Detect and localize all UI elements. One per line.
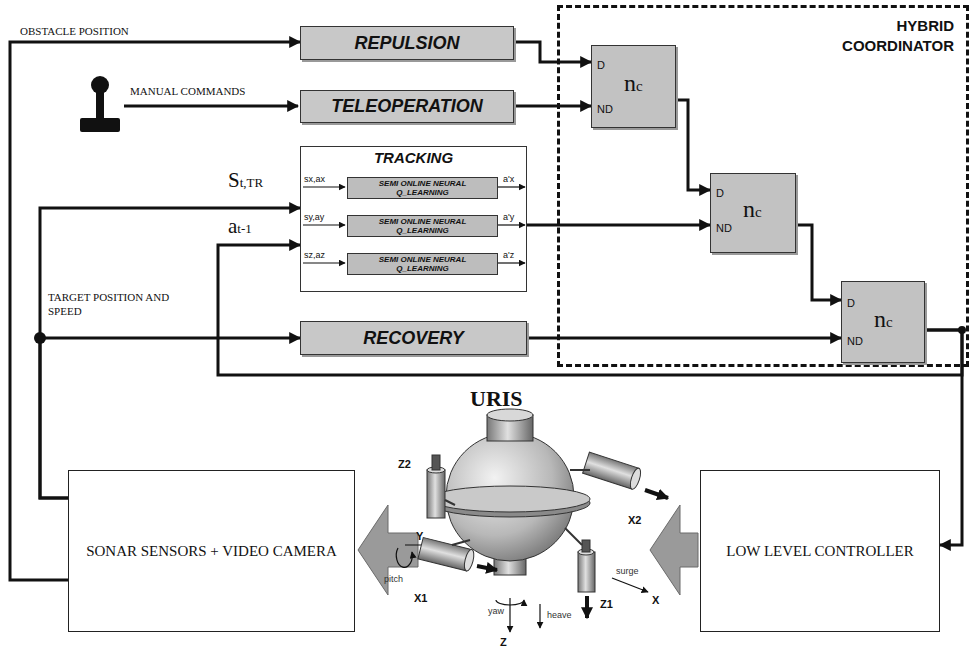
axis-label: Z: [500, 636, 507, 648]
hardware-box: LOW LEVEL CONTROLLER: [700, 470, 940, 632]
port-label: a'z: [503, 250, 514, 260]
port-label: a'x: [503, 174, 514, 184]
node-label: HYBRID COORDINATOR: [794, 16, 954, 56]
thruster-label: X1: [414, 592, 427, 604]
axis-label: X: [652, 594, 659, 606]
robot-name: URIS: [470, 386, 523, 412]
axis-label: pitch: [384, 574, 403, 584]
learning-box: SEMI ONLINE NEURAL Q_LEARNING: [347, 215, 498, 237]
block-arrow: [650, 505, 698, 595]
port-label: ND: [597, 103, 613, 115]
node-label: SEMI ONLINE NEURAL Q_LEARNING: [373, 255, 473, 273]
signal-label: MANUAL COMMANDS: [130, 84, 245, 98]
port-label: sz,az: [304, 250, 325, 260]
port-label: sy,ay: [304, 212, 324, 222]
signal-connector: [527, 224, 710, 227]
signal-label: TARGET POSITION AND SPEED: [48, 290, 188, 318]
node-symbol: nc: [624, 70, 643, 97]
thruster-label: Z1: [600, 598, 613, 610]
node-label: SEMI ONLINE NEURAL Q_LEARNING: [373, 179, 473, 197]
port-label: ND: [716, 222, 732, 234]
axis-label: surge: [616, 566, 639, 576]
hardware-box: SONAR SENSORS + VIDEO CAMERA: [68, 470, 355, 632]
node-symbol: nc: [874, 306, 893, 333]
axis-label: Y: [416, 530, 423, 542]
port-label: sx,ax: [304, 174, 325, 184]
port-label: ND: [847, 335, 863, 347]
learning-box: SEMI ONLINE NEURAL Q_LEARNING: [347, 253, 498, 275]
behavior-box: RECOVERY: [300, 321, 527, 355]
uris-robot: [418, 409, 643, 592]
axis-label: heave: [547, 610, 572, 620]
thruster-label: X2: [628, 514, 641, 526]
coordination-node: D ND nc: [710, 173, 796, 253]
behavior-box: TELEOPERATION: [300, 90, 514, 123]
signal-connector: [40, 208, 300, 498]
node-label: SONAR SENSORS + VIDEO CAMERA: [86, 541, 337, 561]
node-label: RECOVERY: [363, 328, 464, 349]
signal-connector: [796, 225, 841, 300]
coordination-node: D ND nc: [841, 281, 925, 363]
signal-connector: [514, 42, 591, 62]
block-arrow: [358, 505, 418, 595]
node-label: TRACKING: [301, 149, 526, 166]
node-symbol: nc: [743, 196, 762, 223]
joystick-icon: [80, 76, 298, 132]
node-label: TELEOPERATION: [331, 96, 483, 117]
port-label: D: [716, 187, 724, 199]
port-label: D: [847, 297, 855, 309]
axis-label: yaw: [488, 606, 504, 616]
axis-arrows: [396, 490, 668, 632]
signal-name: St,TR: [228, 168, 263, 193]
learning-box: SEMI ONLINE NEURAL Q_LEARNING: [347, 177, 498, 199]
node-label: REPULSION: [354, 33, 459, 54]
thruster-label: Z2: [398, 458, 411, 470]
node-label: SEMI ONLINE NEURAL Q_LEARNING: [373, 217, 473, 235]
signal-connector: [514, 105, 591, 108]
behavior-box: REPULSION: [300, 26, 514, 60]
node-label: LOW LEVEL CONTROLLER: [726, 541, 913, 561]
signal-label: OBSTACLE POSITION: [20, 24, 129, 38]
tracking-group: SEMI ONLINE NEURAL Q_LEARNING SEMI ONLINE…: [300, 146, 527, 292]
signal-name: at-1: [228, 214, 252, 239]
port-label: a'y: [503, 212, 514, 222]
signal-connector: [527, 337, 841, 340]
port-label: D: [597, 59, 605, 71]
coordination-node: D ND nc: [591, 45, 676, 128]
coordinator-region: DNDncDNDncDNDncHYBRID COORDINATOR: [557, 5, 969, 367]
signal-connector: [676, 100, 710, 190]
signal-connector: [218, 245, 962, 375]
